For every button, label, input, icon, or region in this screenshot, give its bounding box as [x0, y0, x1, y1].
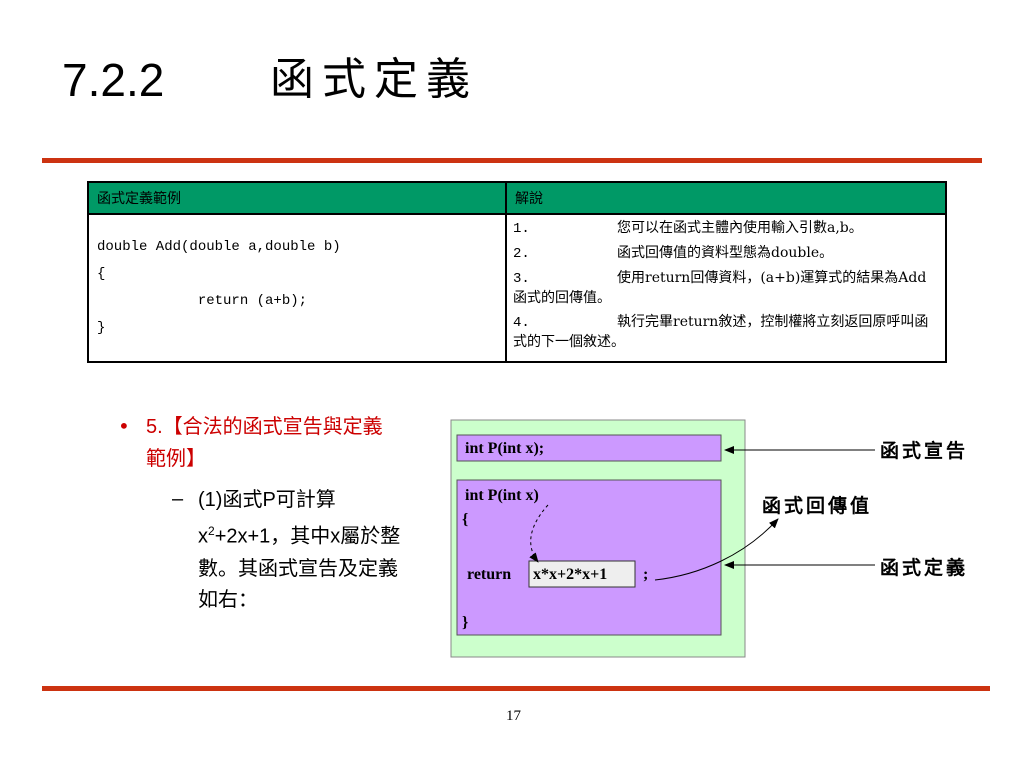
return-value-arrow [654, 518, 779, 581]
bullet-level2: – (1)函式P可計算x2+2x+1，其中x屬於整數。其函式宣告及定義如右： [172, 484, 407, 615]
text-segment: ，其中 [270, 523, 331, 548]
explanation-cell: 1. 您可以在函式主體內使用輸入引數a,b。 2. 函式回傳值的資料型態為doubl… [505, 213, 947, 363]
declaration-box [456, 434, 722, 462]
definition-table: 函式定義範例 解說 double Add(double a,double b) {… [87, 181, 947, 363]
explanation-text: 使用return回傳資料，(a+b)運算式的結果為Add函式的回傳值。 [513, 270, 927, 306]
return-expression: x*x+2*x+1 [533, 566, 607, 583]
explanation-text: 您可以在函式主體內使用輸入引數a,b。 [617, 220, 863, 236]
semicolon: ; [643, 566, 648, 583]
code-line: { [97, 266, 106, 282]
exponent: 2 [208, 524, 215, 538]
bullet-level2-content: (1)函式P可計算x2+2x+1，其中x屬於整數。其函式宣告及定義如右： [172, 484, 407, 615]
text-segment: 函式 [222, 487, 263, 511]
table-row: double Add(double a,double b) { return (a… [87, 213, 947, 363]
open-brace: { [462, 511, 468, 528]
explanation-number: 4. [513, 315, 530, 331]
label-definition: 函式定義 [880, 557, 969, 579]
definition-header-code: int P(int x) [465, 487, 539, 504]
explanation-number: 3. [513, 271, 530, 287]
return-keyword: return [467, 566, 511, 583]
header-example: 函式定義範例 [87, 181, 507, 215]
explanation-item: 3.使用return回傳資料，(a+b)運算式的結果為Add函式的回傳值。 [513, 269, 939, 308]
item-prefix: (1) [198, 489, 223, 511]
header-explanation: 解說 [505, 181, 947, 215]
explanation-item: 1. 您可以在函式主體內使用輸入引數a,b。 [513, 219, 939, 239]
explanation-text: 函式回傳值的資料型態為double。 [617, 245, 834, 261]
function-name: P [262, 489, 276, 511]
bullet-level1: • 5.【合法的函式宣告與定義範例】 [118, 411, 398, 474]
expression-rest: +2x+1 [214, 525, 271, 548]
expression-box [528, 560, 636, 588]
bullet-number: 5. [146, 416, 163, 438]
top-divider [42, 158, 982, 163]
explanation-number: 1. [513, 221, 530, 237]
text-segment: 可計算 [275, 487, 336, 511]
bullet-dash: – [172, 488, 184, 510]
table-header-row: 函式定義範例 解說 [87, 181, 947, 215]
page-number: 17 [506, 708, 521, 724]
label-declaration: 函式宣告 [880, 440, 969, 462]
explanation-item: 4.執行完畢return敘述，控制權將立刻返回原呼叫函式的下一個敘述。 [513, 313, 939, 352]
variable-x: x [198, 525, 208, 548]
bullet-dot: • [118, 414, 130, 438]
label-return-value: 函式回傳值 [762, 495, 873, 517]
bullet-text: 【合法的函式宣告與定義範例】 [146, 414, 383, 470]
code-example-cell: double Add(double a,double b) { return (a… [87, 213, 507, 363]
text-segment: 屬於整數。其函式宣告及定義如右： [198, 523, 401, 611]
code-line: } [97, 320, 106, 336]
definition-box [456, 479, 722, 636]
slide-title-number: 7.2.2 [62, 54, 165, 106]
explanation-number: 2. [513, 246, 530, 262]
code-line: double Add(double a,double b) [97, 239, 341, 255]
bullet-level1-content: 5.【合法的函式宣告與定義範例】 [118, 411, 398, 474]
explanation-item: 2. 函式回傳值的資料型態為double。 [513, 244, 939, 264]
code-line: return (a+b); [97, 293, 308, 309]
bottom-divider [42, 686, 990, 691]
declaration-code: int P(int x); [465, 440, 544, 457]
close-brace: } [462, 614, 468, 631]
explanation-text: 執行完畢return敘述，控制權將立刻返回原呼叫函式的下一個敘述。 [513, 314, 929, 350]
slide-title-text: 函式定義 [270, 54, 478, 105]
parameter-arrow [529, 504, 549, 563]
variable-x: x [330, 525, 341, 548]
